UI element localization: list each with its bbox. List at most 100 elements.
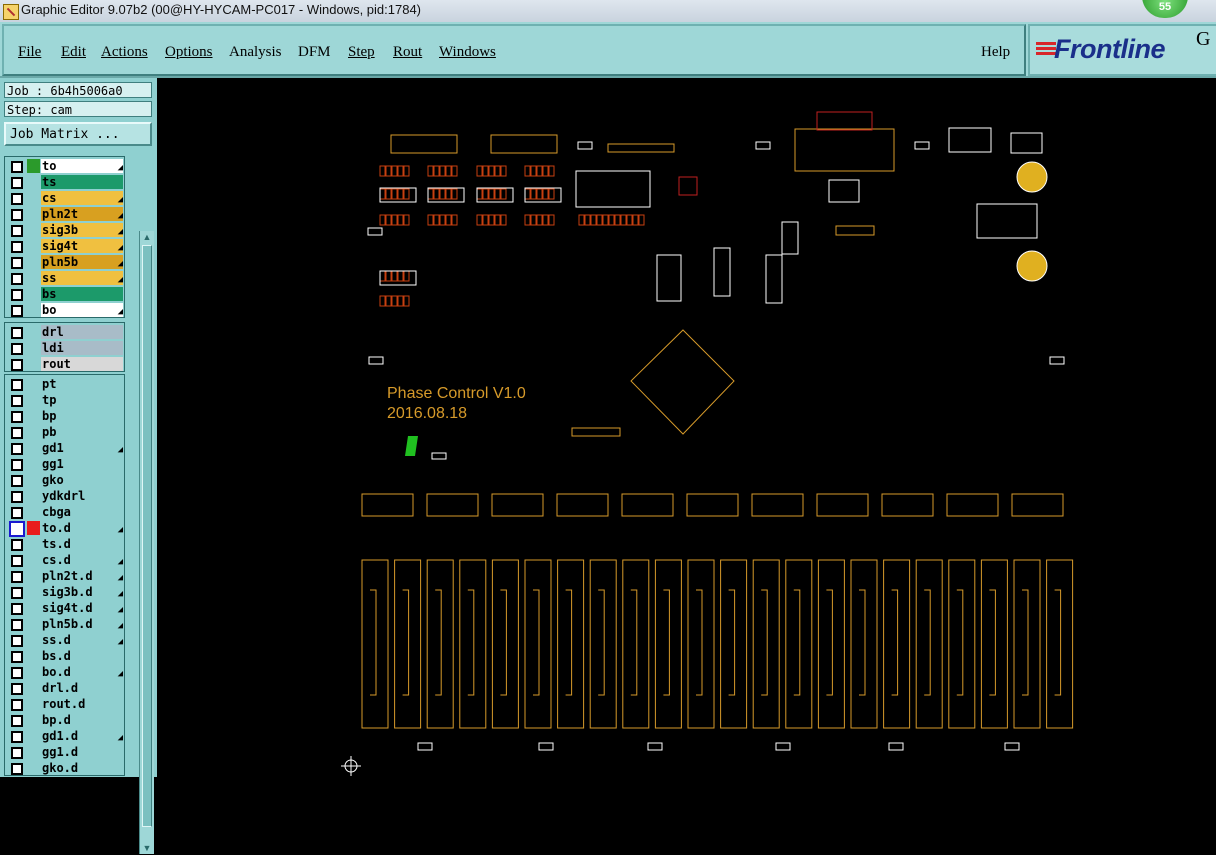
- layer-checkbox[interactable]: [11, 539, 23, 551]
- layer-row[interactable]: bo◢: [5, 302, 126, 318]
- layer-row[interactable]: pln2t.d◢: [5, 568, 126, 584]
- layer-checkbox[interactable]: [11, 443, 23, 455]
- layer-name[interactable]: sig4t.d◢: [41, 601, 123, 615]
- layer-color-swatch[interactable]: [27, 473, 40, 487]
- layer-color-swatch[interactable]: [27, 191, 40, 205]
- layer-color-swatch[interactable]: [27, 537, 40, 551]
- layer-color-swatch[interactable]: [27, 325, 40, 339]
- layer-checkbox[interactable]: [11, 683, 23, 695]
- layer-checkbox[interactable]: [11, 395, 23, 407]
- layer-checkbox[interactable]: [11, 587, 23, 599]
- layer-row[interactable]: bp: [5, 408, 126, 424]
- layer-row[interactable]: sig3b.d◢: [5, 584, 126, 600]
- layer-color-swatch[interactable]: [27, 713, 40, 727]
- layer-color-swatch[interactable]: [27, 303, 40, 317]
- layer-checkbox[interactable]: [11, 427, 23, 439]
- layer-color-swatch[interactable]: [27, 569, 40, 583]
- layer-name[interactable]: rout.d: [41, 697, 123, 711]
- layer-name[interactable]: cbga: [41, 505, 123, 519]
- layer-name[interactable]: ldi: [41, 341, 123, 355]
- layer-name[interactable]: pb: [41, 425, 123, 439]
- layer-row[interactable]: gko: [5, 472, 126, 488]
- layer-row[interactable]: sig3b◢: [5, 222, 126, 238]
- layer-row[interactable]: cbga: [5, 504, 126, 520]
- menu-dfm[interactable]: DFM: [298, 44, 331, 60]
- layer-row[interactable]: cs.d◢: [5, 552, 126, 568]
- layer-name[interactable]: cs◢: [41, 191, 123, 205]
- layer-checkbox[interactable]: [11, 343, 23, 355]
- layer-checkbox[interactable]: [11, 161, 23, 173]
- layer-row[interactable]: rout: [5, 356, 126, 372]
- layer-name[interactable]: sig4t◢: [41, 239, 123, 253]
- layer-color-swatch[interactable]: [27, 271, 40, 285]
- layer-name[interactable]: sig3b.d◢: [41, 585, 123, 599]
- layer-name[interactable]: drl.d: [41, 681, 123, 695]
- layer-row[interactable]: pln2t◢: [5, 206, 126, 222]
- layer-name[interactable]: ydkdrl: [41, 489, 123, 503]
- layer-name[interactable]: rout: [41, 357, 123, 371]
- layer-color-swatch[interactable]: [27, 665, 40, 679]
- layer-row[interactable]: pln5b.d◢: [5, 616, 126, 632]
- layer-color-swatch[interactable]: [27, 457, 40, 471]
- layer-row[interactable]: ss◢: [5, 270, 126, 286]
- layer-color-swatch[interactable]: [27, 681, 40, 695]
- layer-color-swatch[interactable]: [27, 505, 40, 519]
- layer-checkbox[interactable]: [11, 209, 23, 221]
- layer-row[interactable]: pt: [5, 376, 126, 392]
- layer-checkbox[interactable]: [11, 491, 23, 503]
- scroll-up-icon[interactable]: ▲: [142, 232, 152, 242]
- layer-row[interactable]: tp: [5, 392, 126, 408]
- layer-checkbox[interactable]: [11, 257, 23, 269]
- layer-color-swatch[interactable]: [27, 425, 40, 439]
- layer-color-swatch[interactable]: [27, 697, 40, 711]
- menu-options[interactable]: Options: [165, 44, 213, 60]
- layer-checkbox[interactable]: [11, 603, 23, 615]
- layer-row[interactable]: ts.d: [5, 536, 126, 552]
- layer-name[interactable]: pln5b.d◢: [41, 617, 123, 631]
- layer-checkbox[interactable]: [11, 715, 23, 727]
- layer-row[interactable]: gd1◢: [5, 440, 126, 456]
- menu-rout[interactable]: Rout: [393, 44, 423, 60]
- layer-row[interactable]: bs.d: [5, 648, 126, 664]
- layer-color-swatch[interactable]: [27, 239, 40, 253]
- layer-name[interactable]: ts.d: [41, 537, 123, 551]
- layer-color-swatch[interactable]: [27, 649, 40, 663]
- layer-color-swatch[interactable]: [27, 617, 40, 631]
- layer-checkbox[interactable]: [11, 289, 23, 301]
- layer-row[interactable]: pln5b◢: [5, 254, 126, 270]
- layer-name[interactable]: drl: [41, 325, 123, 339]
- menu-actions[interactable]: Actions: [101, 44, 148, 60]
- layer-checkbox[interactable]: [11, 555, 23, 567]
- layer-color-swatch[interactable]: [27, 441, 40, 455]
- menu-help[interactable]: Help: [981, 44, 1011, 60]
- menu-file[interactable]: File: [18, 44, 42, 60]
- layer-row[interactable]: sig4t.d◢: [5, 600, 126, 616]
- layer-name[interactable]: gd1.d◢: [41, 729, 123, 743]
- layer-checkbox[interactable]: [11, 699, 23, 711]
- layer-checkbox[interactable]: [11, 177, 23, 189]
- layer-checkbox[interactable]: [11, 571, 23, 583]
- layer-color-swatch[interactable]: [27, 159, 40, 173]
- layer-row[interactable]: bp.d: [5, 712, 126, 728]
- layer-checkbox[interactable]: [11, 507, 23, 519]
- layer-color-swatch[interactable]: [27, 489, 40, 503]
- layer-name[interactable]: to.d◢: [41, 521, 123, 535]
- layer-color-swatch[interactable]: [27, 377, 40, 391]
- layer-row[interactable]: bs: [5, 286, 126, 302]
- layer-color-swatch[interactable]: [27, 287, 40, 301]
- layer-checkbox[interactable]: [11, 379, 23, 391]
- layer-checkbox[interactable]: [11, 193, 23, 205]
- layer-name[interactable]: to◢: [41, 159, 123, 173]
- layer-checkbox[interactable]: [11, 327, 23, 339]
- layer-color-swatch[interactable]: [27, 357, 40, 371]
- layer-name[interactable]: bo◢: [41, 303, 123, 317]
- layer-checkbox[interactable]: [11, 411, 23, 423]
- layer-name[interactable]: pt: [41, 377, 123, 391]
- layer-name[interactable]: gko: [41, 473, 123, 487]
- layer-row[interactable]: to◢: [5, 158, 126, 174]
- layer-checkbox[interactable]: [11, 747, 23, 759]
- menu-windows[interactable]: Windows: [439, 44, 496, 60]
- scroll-thumb[interactable]: [142, 245, 152, 827]
- layer-row[interactable]: rout.d: [5, 696, 126, 712]
- layer-checkbox[interactable]: [11, 273, 23, 285]
